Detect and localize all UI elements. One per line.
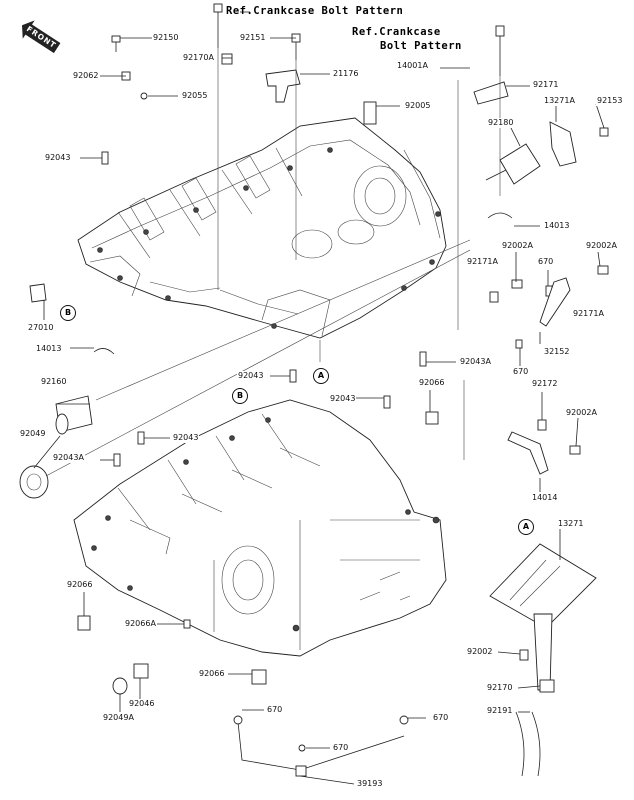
part-label-92066a: 92066A (124, 619, 157, 629)
part-label-14001a: 14001A (396, 61, 429, 71)
part-label-92002a-3: 92002A (565, 408, 598, 418)
part-label-32152: 32152 (543, 347, 571, 357)
part-label-13271: 13271 (557, 519, 585, 529)
part-label-92043a-mid: 92043A (459, 357, 492, 367)
part-label-670-a: 670 (537, 257, 555, 267)
part-label-92170a: 92170A (182, 53, 215, 63)
part-label-92150: 92150 (152, 33, 180, 43)
part-label-92151: 92151 (239, 33, 267, 43)
part-label-670-d: 670 (432, 713, 450, 723)
ref-bolt-pattern-note-1: Ref.Crankcase Bolt Pattern (226, 5, 404, 17)
part-label-92180: 92180 (487, 118, 515, 128)
part-label-14013-left: 14013 (35, 344, 63, 354)
part-label-92043-left: 92043 (172, 433, 200, 443)
part-label-92170: 92170 (486, 683, 514, 693)
marker-a-right: A (518, 519, 534, 535)
ref-bolt-pattern-note-2-line2: Bolt Pattern (380, 40, 462, 52)
part-label-670-b: 670 (512, 367, 530, 377)
part-label-92062: 92062 (72, 71, 100, 81)
part-label-92046: 92046 (128, 699, 156, 709)
part-label-92066-bottom: 92066 (198, 669, 226, 679)
part-label-92172: 92172 (531, 379, 559, 389)
part-label-670-e: 670 (332, 743, 350, 753)
part-label-92191: 92191 (486, 706, 514, 716)
part-label-92171: 92171 (532, 80, 560, 90)
marker-b-left: B (60, 305, 76, 321)
part-label-92153: 92153 (596, 96, 624, 106)
front-direction-badge: FRONT (16, 16, 63, 57)
part-label-14013-right: 14013 (543, 221, 571, 231)
lower-crankcase (73, 399, 447, 657)
part-label-39193: 39193 (356, 779, 384, 789)
part-label-92066-mid: 92066 (418, 378, 446, 388)
part-label-92002a-1: 92002A (501, 241, 534, 251)
ref-bolt-pattern-note-2-line1: Ref.Crankcase (352, 26, 441, 38)
marker-b-lower: B (232, 388, 248, 404)
upper-crankcase (77, 117, 447, 339)
part-label-670-c: 670 (266, 705, 284, 715)
small-parts (19, 3, 609, 777)
part-label-92055: 92055 (181, 91, 209, 101)
part-label-92160: 92160 (40, 377, 68, 387)
part-label-27010: 27010 (27, 323, 55, 333)
part-label-92043a-left: 92043A (52, 453, 85, 463)
part-label-21176: 21176 (332, 69, 360, 79)
marker-a-top: A (313, 368, 329, 384)
part-label-92002: 92002 (466, 647, 494, 657)
part-label-14014: 14014 (531, 493, 559, 503)
part-label-92171a-1: 92171A (466, 257, 499, 267)
part-label-92066-left: 92066 (66, 580, 94, 590)
part-label-92171a-2: 92171A (572, 309, 605, 319)
part-label-92049a: 92049A (102, 713, 135, 723)
part-label-92043-low: 92043 (329, 394, 357, 404)
front-arrow-icon (22, 20, 61, 54)
part-label-13271a: 13271A (543, 96, 576, 106)
part-label-92043-top: 92043 (44, 153, 72, 163)
part-label-92005: 92005 (404, 101, 432, 111)
leader-lines (33, 11, 605, 785)
part-label-92043-mid: 92043 (237, 371, 265, 381)
part-label-92049: 92049 (19, 429, 47, 439)
part-label-92002a-2: 92002A (585, 241, 618, 251)
